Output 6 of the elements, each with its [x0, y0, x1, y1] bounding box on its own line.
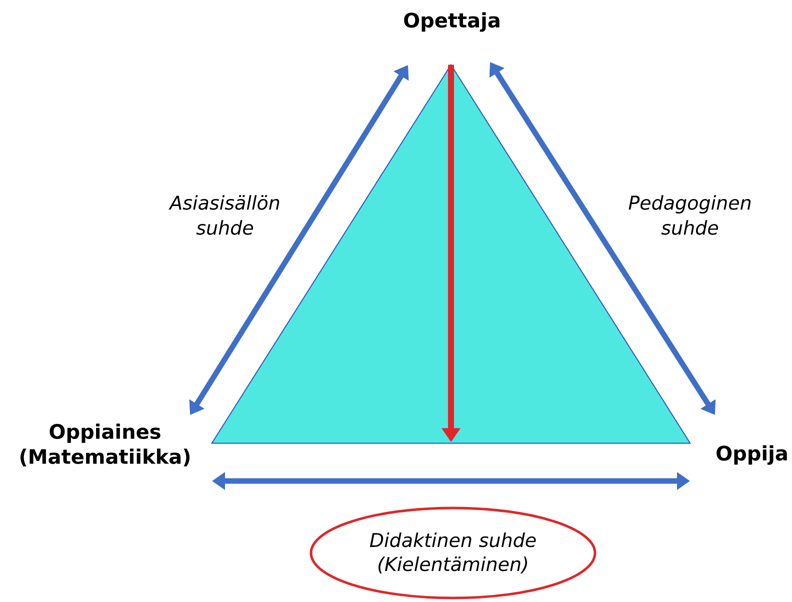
ellipse-label: Didaktinen suhde (Kielentäminen) — [310, 506, 596, 600]
vertex-label: Oppiaines (Matematiikka) — [20, 424, 190, 466]
edge-label: Pedagoginen suhde — [619, 194, 761, 236]
edge-label: Asiasisällön suhde — [159, 194, 291, 236]
vertex-label: Opettaja — [404, 12, 500, 32]
vertex-label: Oppija — [716, 445, 787, 465]
